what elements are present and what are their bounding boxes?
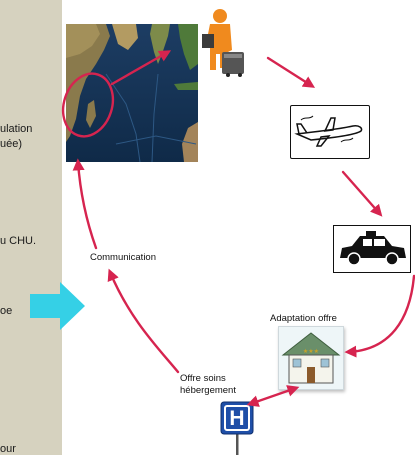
traveler-luggage-icon [202,9,244,77]
hospital-sign-icon [220,401,254,455]
taxi-icon [333,225,411,273]
sidebar-text-5: our [0,443,16,455]
sidebar-text-3: u CHU. [0,235,37,247]
hebergement-label: hébergement [180,385,236,396]
hotel-building-icon: ★★★ [278,326,344,390]
svg-text:★★★: ★★★ [303,348,319,355]
hospital-letter: H [229,407,245,430]
sidebar-text-2: uée) [0,138,23,150]
sidebar-text-4: oe [0,305,13,317]
sidebar-panel: ulation uée) u CHU. oe our [0,0,62,455]
cyan-arrow-icon [30,282,85,330]
communication-label: Communication [90,252,156,263]
sidebar-text-1: ulation [0,123,33,135]
adaptation-offre-label: Adaptation offre [270,313,337,324]
airplane-icon [290,105,370,159]
offre-soins-label: Offre soins [180,373,226,384]
world-map-icon [66,24,198,162]
